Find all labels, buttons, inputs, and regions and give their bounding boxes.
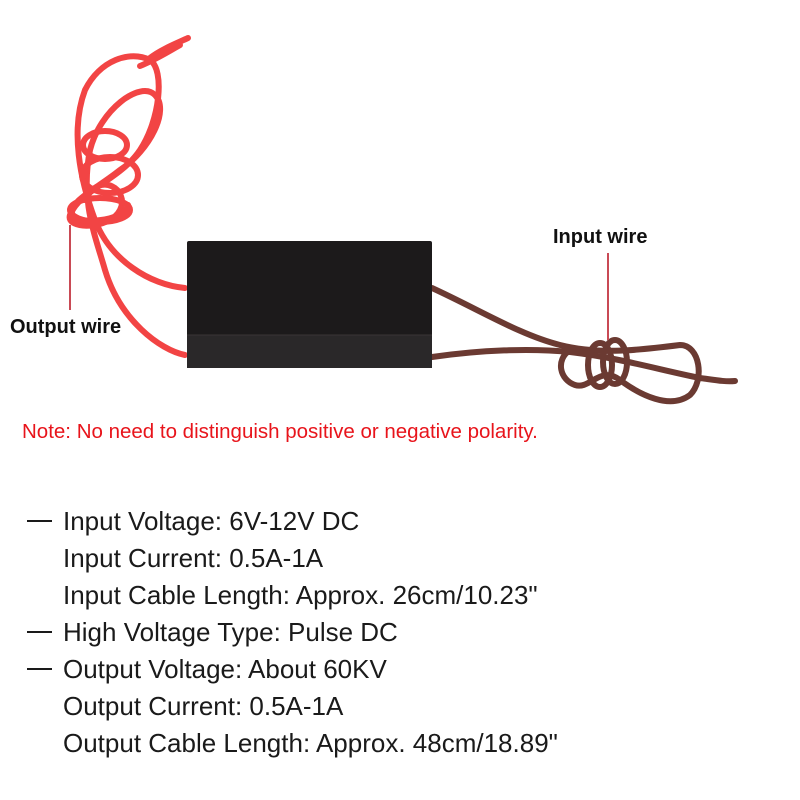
spec-text: Output Cable Length: Approx. 48cm/18.89" <box>63 728 558 758</box>
input-wire-label: Input wire <box>553 226 648 248</box>
output-wire <box>66 35 191 358</box>
polarity-note: Note: No need to distinguish positive or… <box>22 420 538 443</box>
spec-text: Output Current: 0.5A-1A <box>63 691 344 721</box>
spec-text: Output Voltage: About 60KV <box>63 654 387 684</box>
spec-text: Input Cable Length: Approx. 26cm/10.23" <box>63 580 538 610</box>
hv-module-body <box>187 241 432 368</box>
spec-text: Input Voltage: 6V-12V DC <box>63 506 360 536</box>
input-wire <box>429 285 738 405</box>
dash-bullet-icon <box>27 631 52 633</box>
spec-list: Input Voltage: 6V-12V DC Input Current: … <box>0 503 800 762</box>
dash-bullet-icon <box>27 668 52 670</box>
spec-text: High Voltage Type: Pulse DC <box>63 617 398 647</box>
spec-item: Output Cable Length: Approx. 48cm/18.89" <box>0 725 800 762</box>
spec-item: Input Cable Length: Approx. 26cm/10.23" <box>0 577 800 614</box>
product-photo <box>66 35 738 405</box>
spec-item: Output Voltage: About 60KV <box>0 651 800 688</box>
spec-item: High Voltage Type: Pulse DC <box>0 614 800 651</box>
spec-item: Input Current: 0.5A-1A <box>0 540 800 577</box>
spec-item: Output Current: 0.5A-1A <box>0 688 800 725</box>
output-wire-label: Output wire <box>10 316 122 338</box>
spec-text: Input Current: 0.5A-1A <box>63 543 324 573</box>
dash-bullet-icon <box>27 520 52 522</box>
spec-item: Input Voltage: 6V-12V DC <box>0 503 800 540</box>
